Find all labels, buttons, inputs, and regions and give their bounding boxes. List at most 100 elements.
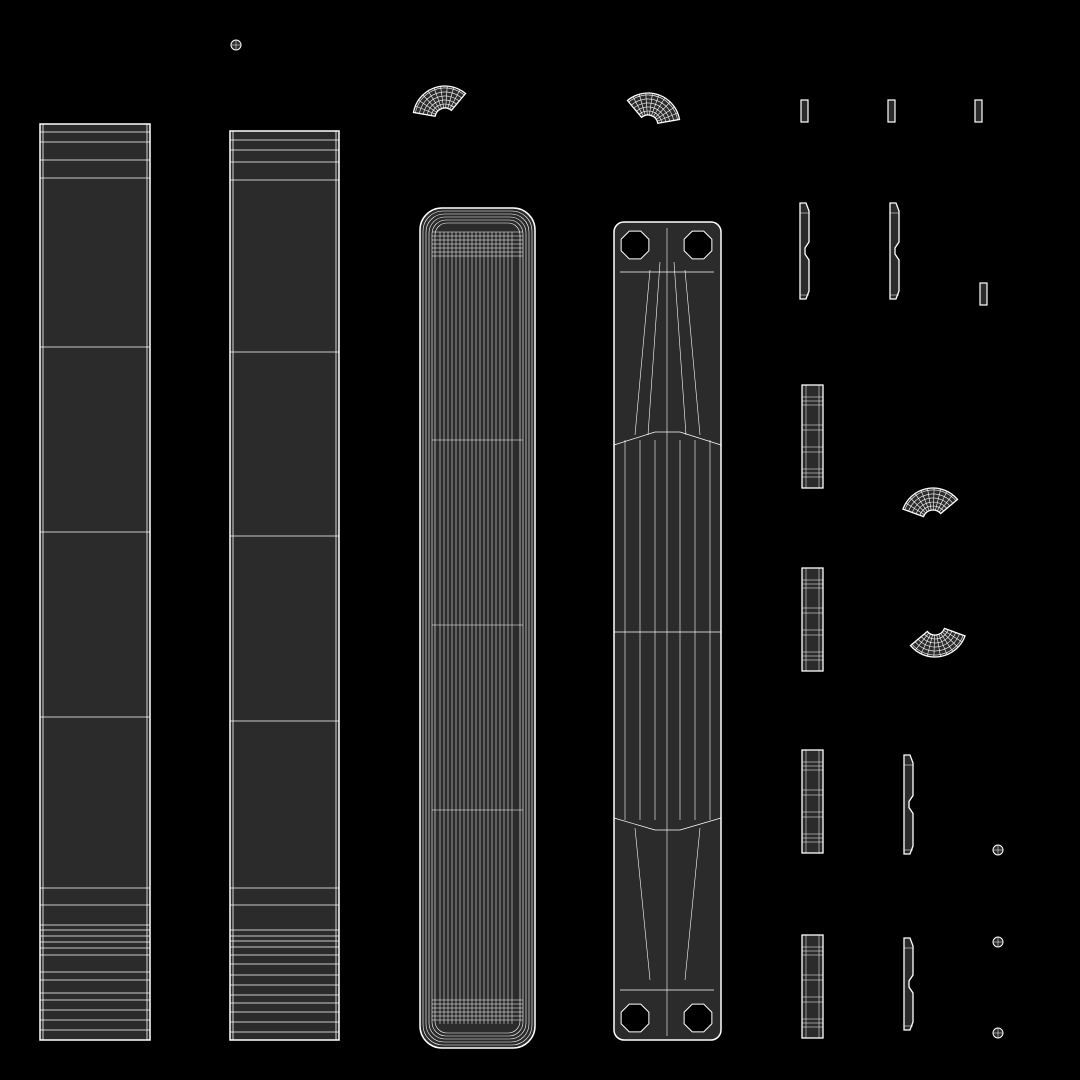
uv-island-bone bbox=[903, 754, 914, 855]
uv-island-block bbox=[801, 384, 824, 489]
wire-edge bbox=[415, 105, 436, 115]
corner-hole bbox=[620, 230, 650, 260]
uv-island-fan bbox=[902, 487, 959, 518]
wire-edge bbox=[679, 817, 722, 831]
wire-edge bbox=[940, 633, 954, 652]
wire-edge bbox=[422, 94, 439, 112]
uv-island-block bbox=[801, 567, 824, 672]
wire-edge bbox=[941, 631, 959, 648]
wire-edge bbox=[926, 634, 933, 657]
wire-edge bbox=[634, 269, 651, 436]
wire-edge bbox=[933, 634, 935, 657]
wire-edge bbox=[651, 94, 660, 116]
wire-edge bbox=[940, 499, 958, 514]
wire-edge bbox=[647, 261, 661, 436]
wire-edge bbox=[627, 100, 642, 118]
uv-island-strip-1 bbox=[39, 123, 151, 1041]
wire-edge bbox=[933, 488, 935, 511]
wire-edge bbox=[910, 631, 928, 646]
uv-island-small-rect bbox=[887, 99, 896, 123]
wire-edge bbox=[656, 106, 675, 120]
uv-island-fan bbox=[412, 85, 467, 118]
uv-island-sphere bbox=[992, 1027, 1004, 1039]
wire-edge bbox=[449, 89, 461, 110]
uv-island-strip-2 bbox=[229, 130, 340, 1041]
wire-edge bbox=[634, 827, 651, 981]
wire-edge bbox=[413, 112, 436, 117]
wire-loop bbox=[431, 219, 524, 1037]
wire-edge bbox=[632, 96, 644, 117]
rect-outline bbox=[800, 99, 809, 123]
wire-edge bbox=[427, 90, 440, 110]
wire-edge bbox=[937, 491, 948, 512]
wire-edge bbox=[447, 87, 455, 109]
uv-island-rounded-strip bbox=[419, 207, 536, 1049]
wire-edge bbox=[433, 87, 442, 109]
wire-loop bbox=[434, 222, 521, 1034]
uv-island-small-rect bbox=[974, 99, 983, 123]
wire-edge bbox=[673, 261, 687, 436]
wire-edge bbox=[418, 99, 437, 113]
block-outline bbox=[801, 749, 824, 854]
wire-edge bbox=[943, 630, 963, 643]
uv-island-small-rect bbox=[979, 282, 988, 306]
wire-edge bbox=[944, 628, 966, 637]
uv-island-block bbox=[801, 749, 824, 854]
uv-island-sphere bbox=[992, 936, 1004, 948]
block-outline bbox=[801, 567, 824, 672]
wire-edge bbox=[613, 431, 656, 446]
rect-outline bbox=[974, 99, 983, 123]
island-outline bbox=[419, 207, 536, 1049]
wire-loop bbox=[422, 210, 533, 1046]
wire-edge bbox=[684, 269, 701, 436]
wire-edge bbox=[679, 431, 722, 446]
wire-edge bbox=[902, 508, 924, 517]
wire-loop bbox=[428, 216, 527, 1040]
wire-edge bbox=[657, 119, 680, 124]
wire-edge bbox=[638, 94, 646, 116]
uv-island-small-rect bbox=[800, 99, 809, 123]
bone-outline bbox=[903, 754, 914, 855]
uv-island-block bbox=[801, 934, 824, 1039]
wire-edge bbox=[451, 93, 466, 111]
wire-edge bbox=[653, 97, 666, 117]
island-outline bbox=[229, 130, 340, 1041]
block-outline bbox=[801, 934, 824, 1039]
corner-hole bbox=[683, 1003, 713, 1033]
wire-edge bbox=[936, 634, 941, 657]
rect-outline bbox=[979, 282, 988, 306]
rect-outline bbox=[887, 99, 896, 123]
wire-edge bbox=[938, 494, 953, 513]
wire-edge bbox=[927, 488, 932, 511]
wire-edge bbox=[920, 490, 930, 511]
wire-edge bbox=[909, 497, 927, 514]
island-outline bbox=[39, 123, 151, 1041]
bone-outline bbox=[889, 202, 900, 300]
wire-edge bbox=[938, 634, 948, 655]
wire-edge bbox=[914, 493, 928, 512]
uv-island-bone bbox=[799, 202, 810, 300]
uv-island-sphere bbox=[230, 39, 242, 51]
uv-island-bone bbox=[889, 202, 900, 300]
wire-edge bbox=[645, 93, 648, 116]
wire-loop bbox=[425, 213, 530, 1043]
wire-edge bbox=[657, 112, 678, 122]
uv-island-sphere bbox=[992, 844, 1004, 856]
wire-edge bbox=[915, 632, 930, 651]
corner-hole bbox=[683, 230, 713, 260]
corner-hole bbox=[620, 1003, 650, 1033]
wire-edge bbox=[920, 633, 931, 654]
uv-island-octagon-strip bbox=[613, 221, 722, 1041]
uv-island-bone bbox=[903, 937, 914, 1031]
bone-outline bbox=[903, 937, 914, 1031]
wire-edge bbox=[649, 93, 653, 116]
uv-island-fan bbox=[909, 627, 966, 658]
wire-edge bbox=[445, 86, 448, 109]
wire-edge bbox=[654, 101, 671, 119]
wire-edge bbox=[905, 502, 925, 515]
uv-island-fan bbox=[626, 92, 681, 125]
wire-edge bbox=[684, 827, 701, 981]
wire-edge bbox=[440, 86, 444, 109]
wire-edge bbox=[613, 817, 656, 831]
